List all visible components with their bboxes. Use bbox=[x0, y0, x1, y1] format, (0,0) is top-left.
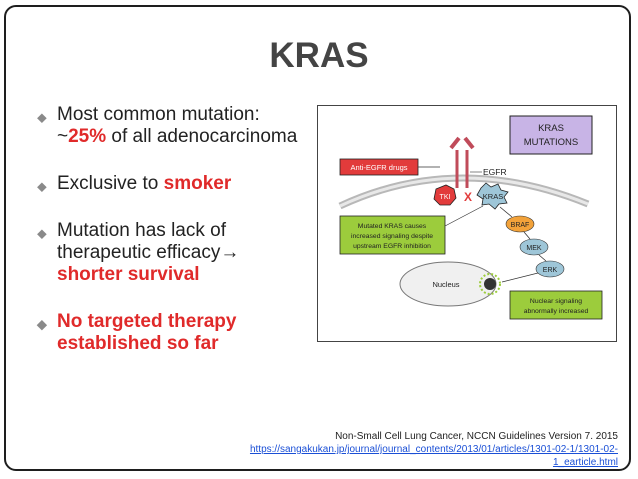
tki-label: TKI bbox=[440, 194, 451, 201]
source-caption: Non-Small Cell Lung Cancer, NCCN Guideli… bbox=[198, 430, 618, 469]
nuclear-note-line2: abnormally increased bbox=[524, 308, 589, 315]
bullet-emphasis: 25% bbox=[68, 126, 107, 147]
bullet-list: ⬥ Most common mutation: ~25% of all aden… bbox=[36, 104, 306, 380]
bullet-no-targeted-therapy: ⬥ No targeted therapy established so far bbox=[36, 311, 306, 355]
bullet-marker-icon: ⬥ bbox=[37, 178, 47, 194]
kras-mutations-title: KRAS bbox=[538, 123, 564, 134]
bullet-text: of all adenocarcinoma bbox=[106, 126, 298, 147]
kras-pathway-figure: KRAS MUTATIONS Anti-EGFR drugs EGFR TKI … bbox=[317, 105, 617, 342]
erk-nucleus-arrow bbox=[501, 272, 539, 283]
kras-label: KRAS bbox=[483, 192, 503, 201]
kras-braf-arrow bbox=[499, 206, 513, 218]
bullet-most-common: ⬥ Most common mutation: ~25% of all aden… bbox=[36, 104, 306, 148]
bullet-marker-icon: ⬥ bbox=[37, 109, 47, 125]
braf-label: BRAF bbox=[511, 222, 530, 229]
nuclear-signaling-note bbox=[509, 290, 603, 320]
anti-egfr-label: Anti-EGFR drugs bbox=[350, 163, 407, 172]
bullet-text: Exclusive to bbox=[57, 173, 164, 194]
cell-membrane-inner bbox=[339, 176, 589, 208]
mutated-note-line1: Mutated KRAS causes bbox=[358, 223, 427, 230]
tki-node bbox=[433, 184, 457, 206]
source-url-line1[interactable]: https://sangakukan.jp/journal/journal_co… bbox=[249, 444, 618, 455]
braf-node bbox=[505, 215, 535, 233]
bullet-marker-icon: ⬥ bbox=[37, 316, 47, 332]
kras-mutations-subtitle: MUTATIONS bbox=[524, 137, 579, 148]
egfr-receptor-icon bbox=[449, 136, 475, 188]
bullet-exclusive-smoker: ⬥ Exclusive to smoker bbox=[36, 173, 306, 195]
pathway-diagram: KRAS MUTATIONS Anti-EGFR drugs EGFR TKI … bbox=[338, 115, 603, 320]
erk-node bbox=[535, 260, 565, 278]
bullet-emphasis: smoker bbox=[163, 173, 232, 194]
mutated-note-line3: upstream EGFR inhibition bbox=[353, 243, 431, 250]
braf-mek-arrow bbox=[523, 231, 531, 240]
mek-erk-arrow bbox=[538, 254, 547, 262]
mek-label: MEK bbox=[526, 245, 542, 252]
nuclear-signal-burst-icon bbox=[479, 273, 501, 295]
source-url-line2[interactable]: 1_earticle.html bbox=[552, 457, 618, 468]
mek-node bbox=[519, 238, 549, 256]
egfr-label: EGFR bbox=[483, 167, 507, 177]
arrow-right-icon: → bbox=[220, 242, 240, 263]
mutated-note-connector bbox=[444, 205, 484, 227]
bullet-lack-efficacy: ⬥ Mutation has lack of therapeutic effic… bbox=[36, 220, 306, 286]
bullet-text: Mutation has lack of therapeutic efficac… bbox=[57, 220, 226, 263]
kras-mutations-box bbox=[509, 115, 593, 155]
kras-node bbox=[476, 182, 509, 210]
mutated-note-line2: increased signaling despite bbox=[351, 233, 433, 240]
bullet-emphasis: shorter survival bbox=[57, 264, 200, 285]
erk-label: ERK bbox=[543, 267, 558, 274]
source-link[interactable]: https://sangakukan.jp/journal/journal_co… bbox=[198, 443, 618, 469]
mutated-kras-note bbox=[339, 215, 446, 255]
nucleus-label: Nucleus bbox=[432, 280, 459, 289]
source-citation: Non-Small Cell Lung Cancer, NCCN Guideli… bbox=[335, 431, 618, 442]
bullet-text: No targeted therapy established so far bbox=[57, 311, 237, 354]
bullet-marker-icon: ⬥ bbox=[37, 225, 47, 241]
nuclear-note-line1: Nuclear signaling bbox=[530, 298, 582, 305]
slide-title: KRAS bbox=[269, 36, 369, 75]
block-x-mark: X bbox=[464, 190, 472, 204]
bullet-text: Most common mutation: ~ bbox=[57, 104, 260, 147]
